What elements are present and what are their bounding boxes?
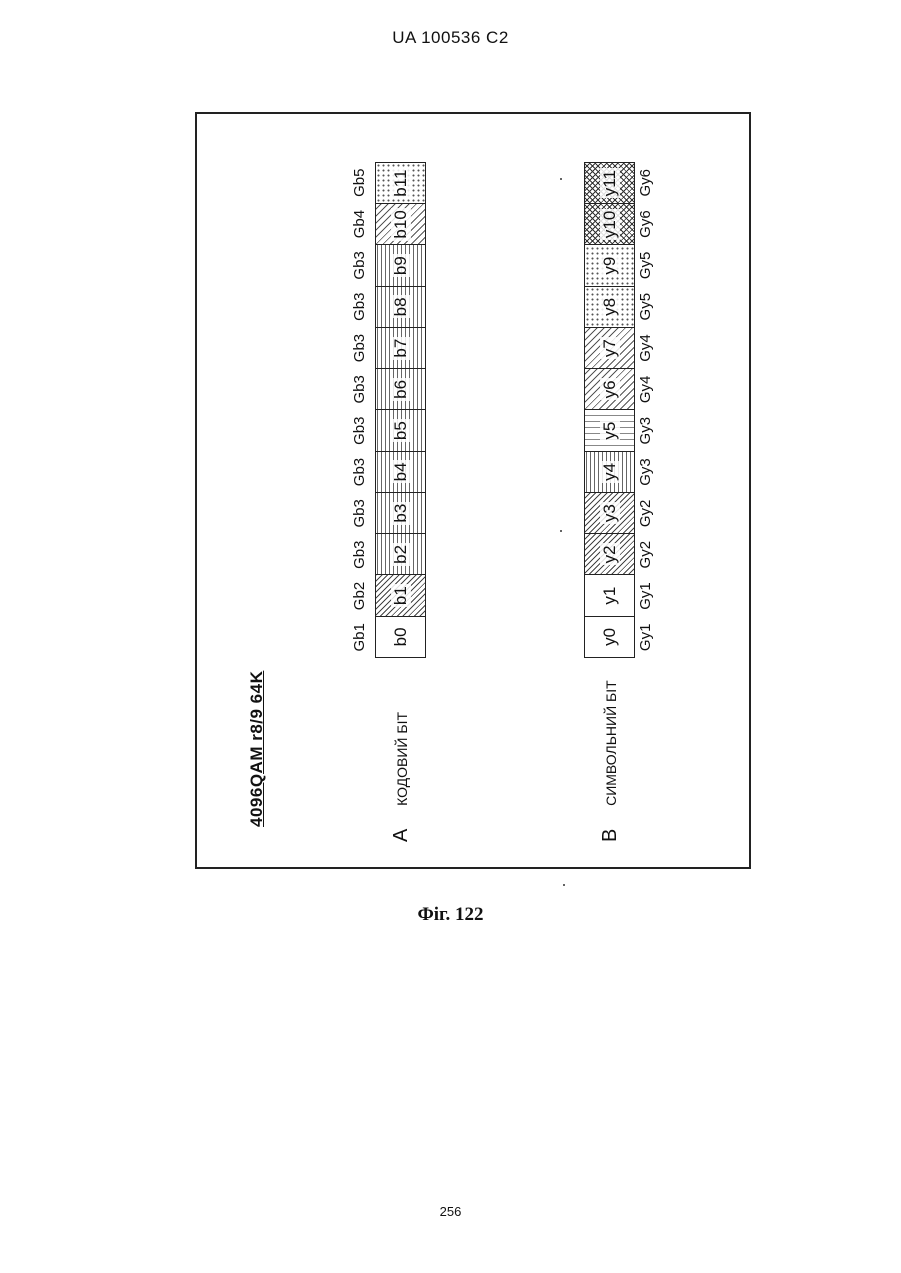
row-b-cell-label: y4: [600, 461, 620, 483]
row-a-cell-label: b10: [391, 208, 411, 240]
row-b-group-label: Gy1: [637, 617, 659, 658]
scan-speck: [560, 530, 562, 532]
row-b-cell: y0: [585, 616, 634, 657]
row-a-group-label: Gb5: [351, 162, 373, 203]
row-b-group-label: Gy5: [637, 245, 659, 286]
row-a-cell: b8: [376, 286, 425, 327]
row-a-cell-label: b5: [391, 419, 411, 442]
row-b-cell: y8: [585, 286, 634, 327]
row-b-cell: y4: [585, 451, 634, 492]
figure-frame: 4096QAM r8/9 64K A КОДОВИЙ БІТ Gb1Gb2Gb3…: [195, 112, 751, 869]
page-number: 256: [0, 1204, 901, 1219]
scan-speck: [560, 178, 562, 180]
row-a-group-label: Gb3: [351, 534, 373, 575]
row-b-cell-label: y10: [600, 209, 620, 240]
row-b-group-label: Gy2: [637, 493, 659, 534]
row-b-cell: y9: [585, 245, 634, 286]
row-a-cell: b4: [376, 451, 425, 492]
row-a-cell-label: b7: [391, 337, 411, 360]
row-b-cell: y3: [585, 492, 634, 533]
patent-header: UA 100536 C2: [0, 28, 901, 48]
row-a-cell: b9: [376, 245, 425, 286]
row-b-cell-label: y0: [600, 626, 620, 648]
row-a-letter: A: [390, 829, 412, 842]
row-b-cell: y7: [585, 327, 634, 368]
row-b-cell-label: y1: [600, 585, 620, 607]
row-b-group-label: Gy4: [637, 369, 659, 410]
row-b-group-label: Gy2: [637, 534, 659, 575]
row-b-group-label: Gy4: [637, 327, 659, 368]
row-b-cell-label: y3: [600, 502, 620, 524]
row-a-group-label: Gb3: [351, 245, 373, 286]
row-b-group-label: Gy5: [637, 286, 659, 327]
row-a-cell-label: b3: [391, 502, 411, 525]
row-a-cell: b2: [376, 533, 425, 574]
row-a-cell-label: b6: [391, 378, 411, 401]
row-a-group-label: Gb4: [351, 203, 373, 244]
row-a-cell-label: b0: [391, 625, 411, 648]
row-b-cell-label: y6: [600, 378, 620, 400]
figure-rotated-content: 4096QAM r8/9 64K A КОДОВИЙ БІТ Gb1Gb2Gb3…: [197, 113, 753, 870]
row-b-cell: y11: [585, 163, 634, 203]
row-a-cell-label: b4: [391, 460, 411, 483]
row-b-cell: y10: [585, 203, 634, 244]
row-a-label: A КОДОВИЙ БІТ: [390, 712, 413, 842]
row-b-group-labels: Gy1Gy1Gy2Gy2Gy3Gy3Gy4Gy4Gy5Gy5Gy6Gy6: [637, 162, 659, 658]
row-a-group-label: Gb2: [351, 575, 373, 616]
scan-speck: [563, 884, 565, 886]
symbol-bit-row: y0 y1 y2 y3 y4 y5 y6 y7 y8 y9 y10 y11: [584, 162, 635, 658]
row-b-group-label: Gy3: [637, 410, 659, 451]
row-b-cell-label: y7: [600, 337, 620, 359]
row-a-group-label: Gb3: [351, 286, 373, 327]
row-b-cell: y5: [585, 410, 634, 451]
row-b-group-label: Gy3: [637, 451, 659, 492]
row-a-cell-label: b9: [391, 254, 411, 277]
row-b-letter: B: [599, 829, 621, 842]
figure-caption: Фіг. 122: [0, 904, 901, 926]
row-b-cell-label: y8: [600, 296, 620, 318]
figure-title: 4096QAM r8/9 64K: [247, 671, 267, 827]
row-a-cell: b11: [376, 163, 425, 203]
row-a-cell: b0: [376, 616, 425, 657]
code-bit-row: b0 b1 b2 b3 b4 b5 b6 b7 b8 b9 b10 b11: [375, 162, 426, 658]
row-b-cell-label: y9: [600, 255, 620, 277]
row-a-group-label: Gb3: [351, 369, 373, 410]
row-a-group-label: Gb3: [351, 451, 373, 492]
row-a-cell: b1: [376, 575, 425, 616]
row-a-group-label: Gb3: [351, 410, 373, 451]
row-b-cell: y6: [585, 368, 634, 409]
row-b-text: СИМВОЛЬНИЙ БІТ: [603, 680, 619, 806]
row-a-cell: b6: [376, 368, 425, 409]
row-a-cell: b5: [376, 410, 425, 451]
row-a-cell-label: b1: [391, 584, 411, 607]
row-a-cell: b7: [376, 327, 425, 368]
row-a-group-labels: Gb1Gb2Gb3Gb3Gb3Gb3Gb3Gb3Gb3Gb3Gb4Gb5: [351, 162, 373, 658]
row-b-group-label: Gy6: [637, 203, 659, 244]
row-b-cell-label: y11: [600, 168, 620, 198]
row-a-text: КОДОВИЙ БІТ: [394, 712, 410, 806]
row-b-group-label: Gy1: [637, 575, 659, 616]
row-b-cell-label: y5: [600, 420, 620, 442]
row-a-cell-label: b2: [391, 543, 411, 566]
row-b-cell: y2: [585, 533, 634, 574]
row-b-group-label: Gy6: [637, 162, 659, 203]
row-a-group-label: Gb3: [351, 493, 373, 534]
row-a-cell-label: b8: [391, 295, 411, 318]
row-a-group-label: Gb3: [351, 327, 373, 368]
row-b-label: B СИМВОЛЬНИЙ БІТ: [599, 680, 622, 842]
row-a-cell-label: b11: [391, 168, 411, 199]
row-a-cell: b3: [376, 492, 425, 533]
row-a-group-label: Gb1: [351, 617, 373, 658]
row-b-cell-label: y2: [600, 543, 620, 565]
row-b-cell: y1: [585, 575, 634, 616]
row-a-cell: b10: [376, 203, 425, 244]
